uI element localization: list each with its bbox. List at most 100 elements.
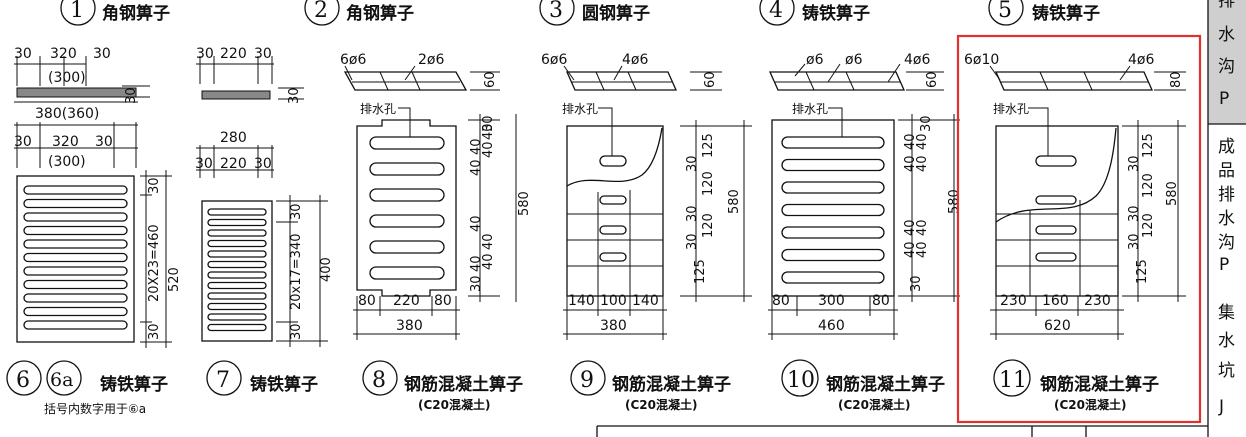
svg-text:水: 水 (1218, 209, 1235, 229)
svg-text:20X23=460: 20X23=460 (147, 224, 162, 302)
svg-text:4: 4 (769, 0, 783, 23)
svg-text:J: J (1218, 397, 1224, 417)
svg-text:230: 230 (1000, 293, 1027, 309)
svg-text:8: 8 (372, 368, 386, 393)
svg-text:580: 580 (1165, 181, 1180, 206)
svg-text:30: 30 (124, 87, 139, 104)
svg-text:300: 300 (818, 293, 845, 309)
svg-text:坑: 坑 (1218, 361, 1235, 381)
drain-slot (23, 252, 128, 263)
svg-text:40: 40 (915, 133, 930, 150)
drain-slot (207, 302, 267, 311)
svg-text:30: 30 (254, 156, 272, 172)
drain-slot (207, 250, 267, 258)
svg-text:120: 120 (701, 213, 716, 238)
svg-text:水: 水 (1218, 25, 1235, 45)
svg-text:铸铁箅子: 铸铁箅子 (250, 374, 318, 395)
svg-text:230: 230 (1084, 293, 1111, 309)
svg-text:40: 40 (469, 138, 484, 155)
drain-slot (599, 195, 627, 205)
svg-text:125: 125 (1141, 133, 1156, 158)
drain-slot (369, 188, 445, 202)
svg-text:30: 30 (1127, 155, 1142, 172)
drain-slot (369, 214, 445, 228)
svg-text:钢筋混凝土箅子: 钢筋混凝土箅子 (826, 374, 945, 395)
drain-slot (23, 293, 128, 303)
svg-text:2ø6: 2ø6 (418, 52, 444, 68)
svg-text:圆钢箅子: 圆钢箅子 (582, 3, 650, 24)
item-8-drawing: 6ø6 2ø6 60 排水孔 40 40 40 40 30 40 40 40 4… (340, 52, 532, 340)
svg-text:80: 80 (434, 293, 452, 309)
svg-text:7: 7 (216, 368, 230, 393)
item-11-caption: 11 钢筋混凝土箅子 (C20混凝土) (993, 359, 1159, 412)
svg-text:40: 40 (481, 141, 496, 158)
svg-text:沟: 沟 (1218, 57, 1235, 77)
svg-text:100: 100 (600, 293, 627, 309)
svg-text:(C20混凝土): (C20混凝土) (1054, 397, 1126, 412)
item-9-drawing: 6ø6 4ø6 60 排水孔 125 30 120 30 120 30 125 … (541, 52, 752, 340)
item-11-drawing: 6ø10 4ø6 80 排水孔 125 30 120 30 120 30 125… (964, 52, 1186, 340)
drain-slot (781, 158, 885, 172)
item-6-caption: 6 6a 铸铁箅子 括号内数字用于⑥a (6, 360, 168, 416)
svg-text:60: 60 (703, 71, 718, 88)
svg-text:4ø6: 4ø6 (1128, 52, 1154, 68)
drain-slot (369, 240, 445, 254)
svg-text:30: 30 (1127, 233, 1142, 250)
drain-slot (369, 162, 445, 176)
drain-slot (23, 198, 128, 209)
svg-text:排: 排 (1218, 0, 1235, 11)
svg-text:30: 30 (685, 205, 700, 222)
svg-text:角钢箅子: 角钢箅子 (346, 3, 414, 24)
svg-text:80: 80 (358, 293, 376, 309)
svg-text:30: 30 (95, 134, 113, 150)
svg-text:380(360): 380(360) (35, 106, 99, 122)
svg-text:6a: 6a (50, 369, 73, 391)
svg-text:60: 60 (483, 71, 498, 88)
drain-slot (207, 208, 267, 216)
svg-text:30: 30 (254, 46, 272, 62)
svg-text:ø6: ø6 (845, 52, 863, 68)
item-10-drawing: ø6 ø6 4ø6 60 排水孔 30 40 40 40 40 40 40 40… (768, 52, 962, 340)
svg-text:40: 40 (903, 155, 918, 172)
svg-text:40: 40 (469, 159, 484, 176)
svg-text:220: 220 (220, 156, 247, 172)
svg-text:400: 400 (319, 257, 334, 282)
svg-text:6ø10: 6ø10 (964, 52, 999, 68)
top-title-2: 2 角钢箅子 (304, 0, 414, 26)
svg-text:钢筋混凝土箅子: 钢筋混凝土箅子 (1040, 374, 1159, 395)
svg-text:6ø6: 6ø6 (541, 52, 567, 68)
svg-text:30: 30 (289, 323, 304, 340)
drain-slot (207, 323, 267, 332)
title-block-frame (596, 425, 1208, 437)
drain-slot (369, 266, 445, 280)
drain-slot (1035, 252, 1077, 262)
svg-text:30: 30 (93, 46, 111, 62)
drain-slot (207, 229, 267, 237)
drain-slot (207, 313, 267, 321)
svg-text:括号内数字用于⑥a: 括号内数字用于⑥a (44, 401, 146, 416)
svg-text:排水孔: 排水孔 (792, 102, 828, 116)
drain-slot (207, 239, 267, 248)
item-9-caption: 9 钢筋混凝土箅子 (C20混凝土) (570, 360, 731, 412)
top-title-1: 1 角钢箅子 (60, 0, 170, 26)
svg-text:排: 排 (1218, 185, 1235, 205)
svg-text:40: 40 (481, 253, 496, 270)
svg-text:铸铁箅子: 铸铁箅子 (802, 3, 870, 24)
svg-text:30: 30 (685, 155, 700, 172)
svg-text:30: 30 (14, 134, 32, 150)
svg-text:620: 620 (1044, 318, 1071, 334)
svg-text:30: 30 (147, 323, 162, 340)
svg-text:30: 30 (14, 46, 32, 62)
item-8-caption: 8 钢筋混凝土箅子 (C20混凝土) (362, 360, 523, 412)
svg-text:4ø6: 4ø6 (904, 52, 930, 68)
svg-text:30: 30 (196, 46, 214, 62)
drain-slot (23, 185, 128, 195)
drain-slot (23, 320, 128, 330)
svg-text:30: 30 (481, 115, 496, 132)
svg-text:5: 5 (998, 0, 1012, 23)
svg-text:125: 125 (693, 259, 708, 284)
drain-slot (23, 225, 128, 236)
item-10-caption: 10 钢筋混凝土箅子 (C20混凝土) (781, 359, 945, 412)
drain-slot (23, 266, 128, 276)
drain-slot (1035, 225, 1077, 235)
